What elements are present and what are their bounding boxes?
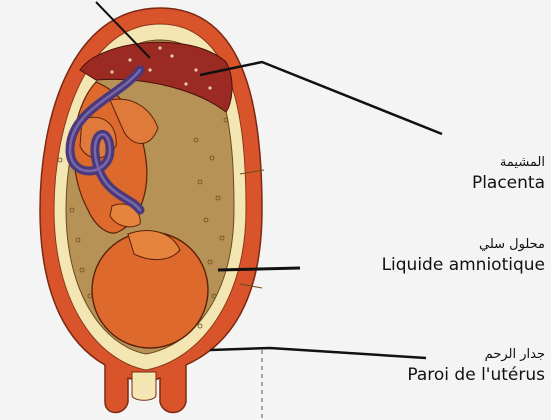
- liquide-leader-line: [218, 268, 300, 270]
- label-liquide-fr: Liquide amniotique: [382, 254, 545, 276]
- label-placenta-fr: Placenta: [472, 172, 545, 194]
- label-paroi-ar: جدار الرحم: [407, 346, 545, 364]
- cervical-canal: [132, 372, 156, 400]
- label-paroi: جدار الرحم Paroi de l'utérus: [407, 346, 545, 386]
- label-liquide: محلول سلي Liquide amniotique: [382, 236, 545, 276]
- label-placenta-ar: المشيمة: [472, 154, 545, 172]
- paroi-leader-line: [210, 348, 426, 358]
- label-paroi-fr: Paroi de l'utérus: [407, 364, 545, 386]
- label-liquide-ar: محلول سلي: [382, 236, 545, 254]
- label-placenta: المشيمة Placenta: [472, 154, 545, 194]
